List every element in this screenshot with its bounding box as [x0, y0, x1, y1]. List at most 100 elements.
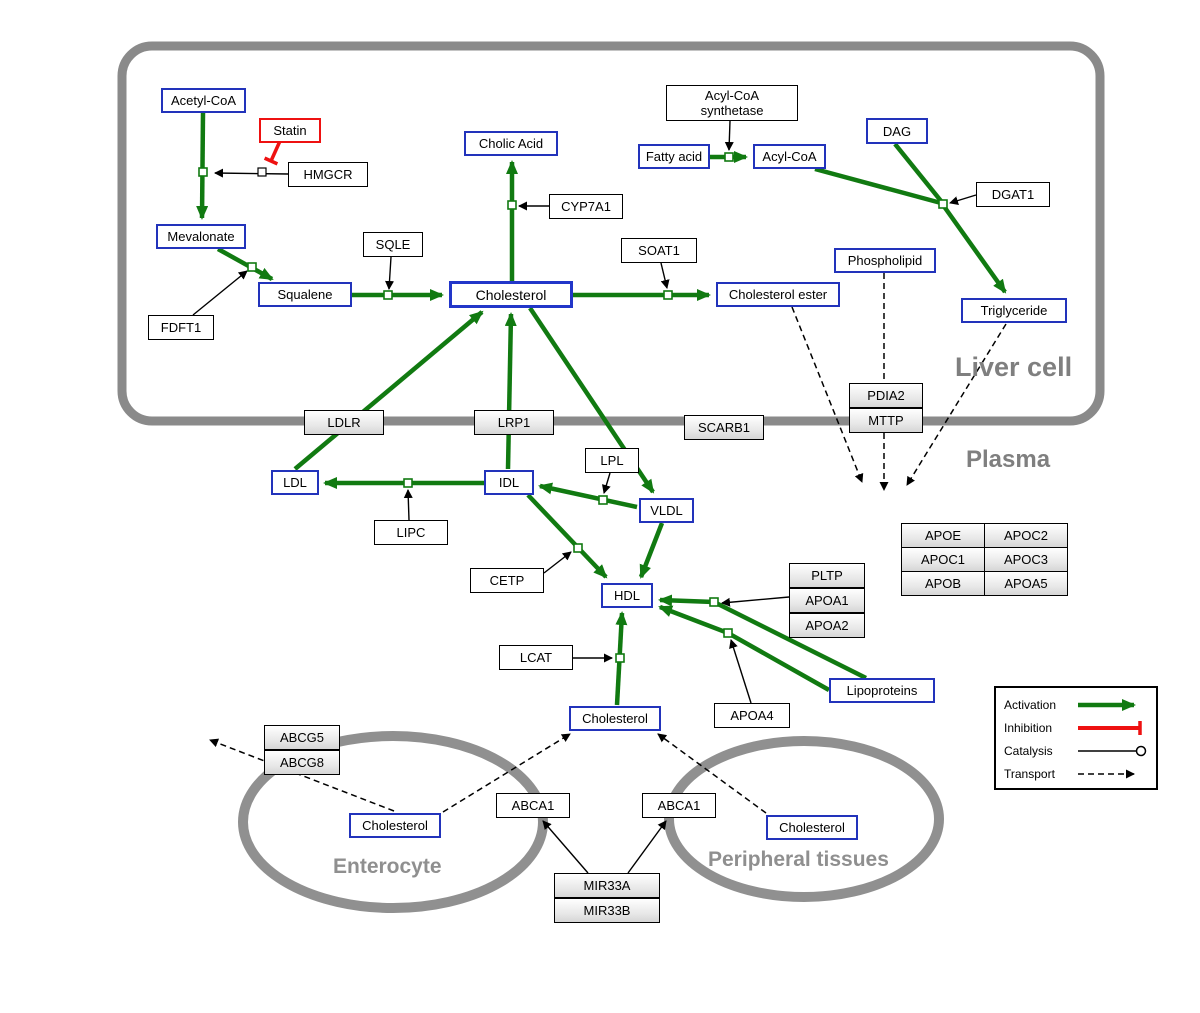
edge-dag-dgatnode: [893, 142, 943, 203]
node-fatty-acid[interactable]: Fatty acid: [638, 144, 710, 169]
edge-lipc-catalysis: [403, 489, 413, 521]
statin-inhibition-tbar: [263, 156, 279, 166]
edge-acylcoa-dgatnode: [814, 166, 942, 206]
node-abcg8[interactable]: ABCG8: [264, 750, 340, 775]
node-squalene[interactable]: Squalene: [258, 282, 352, 307]
node-abca1-right[interactable]: ABCA1: [642, 793, 716, 818]
node-cholesterol-ester[interactable]: Cholesterol ester: [716, 282, 840, 307]
legend-activation-label: Activation: [1004, 698, 1057, 712]
catalysis-junction-node: [257, 167, 267, 177]
node-lpl[interactable]: LPL: [585, 448, 639, 473]
edge-acetylcoa-mevalonate: [196, 112, 209, 220]
reaction-node: [615, 653, 625, 663]
node-acyl-coa[interactable]: Acyl-CoA: [753, 144, 826, 169]
edge-lpl-catalysis: [601, 472, 611, 494]
edge-dgatnode-triglyceride: [941, 203, 1007, 294]
node-apob[interactable]: APOB: [901, 571, 985, 596]
legend-glyphs: [1078, 699, 1147, 779]
node-cholic-acid[interactable]: Cholic Acid: [464, 131, 558, 156]
node-hdl[interactable]: HDL: [601, 583, 653, 608]
edge-soat1-catalysis: [660, 262, 670, 289]
edge-acylcoasynthetase-catalysis: [724, 120, 734, 151]
node-lipoproteins[interactable]: Lipoproteins: [829, 678, 935, 703]
reaction-node: [403, 478, 413, 488]
reaction-node: [507, 200, 517, 210]
node-mevalonate[interactable]: Mevalonate: [156, 224, 246, 249]
node-idl[interactable]: IDL: [484, 470, 534, 495]
node-soat1[interactable]: SOAT1: [621, 238, 697, 263]
node-abca1-left[interactable]: ABCA1: [496, 793, 570, 818]
node-cholesterol-plasma[interactable]: Cholesterol: [569, 706, 661, 731]
node-fdft1[interactable]: FDFT1: [148, 315, 214, 340]
node-ldl[interactable]: LDL: [271, 470, 319, 495]
node-lipc[interactable]: LIPC: [374, 520, 448, 545]
transport-edges: [209, 273, 1007, 814]
edge-mir33-abca1-left: [542, 820, 589, 874]
peripheral-tissues-membrane: [664, 736, 944, 902]
node-mttp[interactable]: MTTP: [849, 408, 923, 433]
acyl-coa-synthetase-line1: Acyl-CoA: [704, 88, 760, 103]
node-pdia2[interactable]: PDIA2: [849, 383, 923, 408]
enterocyte-label: Enterocyte: [333, 855, 442, 878]
edge-vldl-idl: [538, 482, 638, 510]
edge-idl-cetp-hdl: [526, 493, 608, 579]
edge-peripheral-cholesterol-efflux: [657, 733, 767, 814]
edge-triglyceride-secretion: [906, 323, 1007, 486]
node-apoc1[interactable]: APOC1: [901, 547, 985, 572]
node-scarb1[interactable]: SCARB1: [684, 415, 764, 440]
node-mir33a[interactable]: MIR33A: [554, 873, 660, 898]
node-hmgcr[interactable]: HMGCR: [288, 162, 368, 187]
node-cyp7a1[interactable]: CYP7A1: [549, 194, 623, 219]
node-mir33b[interactable]: MIR33B: [554, 898, 660, 923]
node-apoe[interactable]: APOE: [901, 523, 985, 548]
edge-abcg-efflux: [209, 738, 395, 812]
node-cholesterol-peripheral[interactable]: Cholesterol: [766, 815, 858, 840]
legend-transport-label: Transport: [1004, 767, 1055, 781]
edge-mir33-abca1-right: [627, 820, 667, 874]
node-apoc3[interactable]: APOC3: [984, 547, 1068, 572]
node-apoa1[interactable]: APOA1: [789, 588, 865, 613]
edge-mevalonate-squalene: [216, 247, 274, 281]
edge-apoa4-catalysis: [729, 639, 752, 704]
node-abcg5[interactable]: ABCG5: [264, 725, 340, 750]
node-phospholipid[interactable]: Phospholipid: [834, 248, 936, 273]
legend-catalysis-circle: [1135, 745, 1147, 757]
node-acyl-coa-synthetase[interactable]: Acyl-CoA synthetase: [666, 85, 798, 121]
node-cholesterol-liver[interactable]: Cholesterol: [449, 281, 573, 308]
node-apoa2[interactable]: APOA2: [789, 613, 865, 638]
node-cetp[interactable]: CETP: [470, 568, 544, 593]
edge-enterocyte-cholesterol-efflux: [442, 733, 571, 813]
node-pltp[interactable]: PLTP: [789, 563, 865, 588]
node-ldlr[interactable]: LDLR: [304, 410, 384, 435]
node-sqle[interactable]: SQLE: [363, 232, 423, 257]
node-apoc2[interactable]: APOC2: [984, 523, 1068, 548]
edge-apostack-catalysis: [721, 596, 790, 607]
node-apoa4[interactable]: APOA4: [714, 703, 790, 728]
reaction-node: [598, 495, 608, 505]
reaction-node: [723, 628, 733, 638]
edge-dgat1-catalysis: [949, 194, 977, 205]
legend-catalysis-label: Catalysis: [1004, 744, 1053, 758]
reaction-node: [709, 597, 719, 607]
node-dag[interactable]: DAG: [866, 118, 928, 144]
inhibition-edges: [263, 140, 282, 166]
node-vldl[interactable]: VLDL: [639, 498, 694, 523]
legend-inhibition-label: Inhibition: [1004, 721, 1053, 735]
reaction-node: [573, 543, 583, 553]
edge-sqle-catalysis: [385, 256, 394, 290]
edge-idl-lrp1-cholesterol: [504, 312, 517, 470]
liver-cell-membrane: [117, 41, 1105, 426]
node-cholesterol-enterocyte[interactable]: Cholesterol: [349, 813, 441, 838]
reaction-node: [383, 290, 393, 300]
node-lcat[interactable]: LCAT: [499, 645, 573, 670]
compartments: [117, 41, 1105, 913]
node-statin[interactable]: Statin: [259, 118, 321, 143]
node-triglyceride[interactable]: Triglyceride: [961, 298, 1067, 323]
node-apoa5[interactable]: APOA5: [984, 571, 1068, 596]
node-dgat1[interactable]: DGAT1: [976, 182, 1050, 207]
edge-cholesterolester-secretion: [791, 306, 864, 483]
node-acetyl-coa[interactable]: Acetyl-CoA: [161, 88, 246, 113]
catalysis-edges: [192, 120, 977, 874]
node-lrp1[interactable]: LRP1: [474, 410, 554, 435]
